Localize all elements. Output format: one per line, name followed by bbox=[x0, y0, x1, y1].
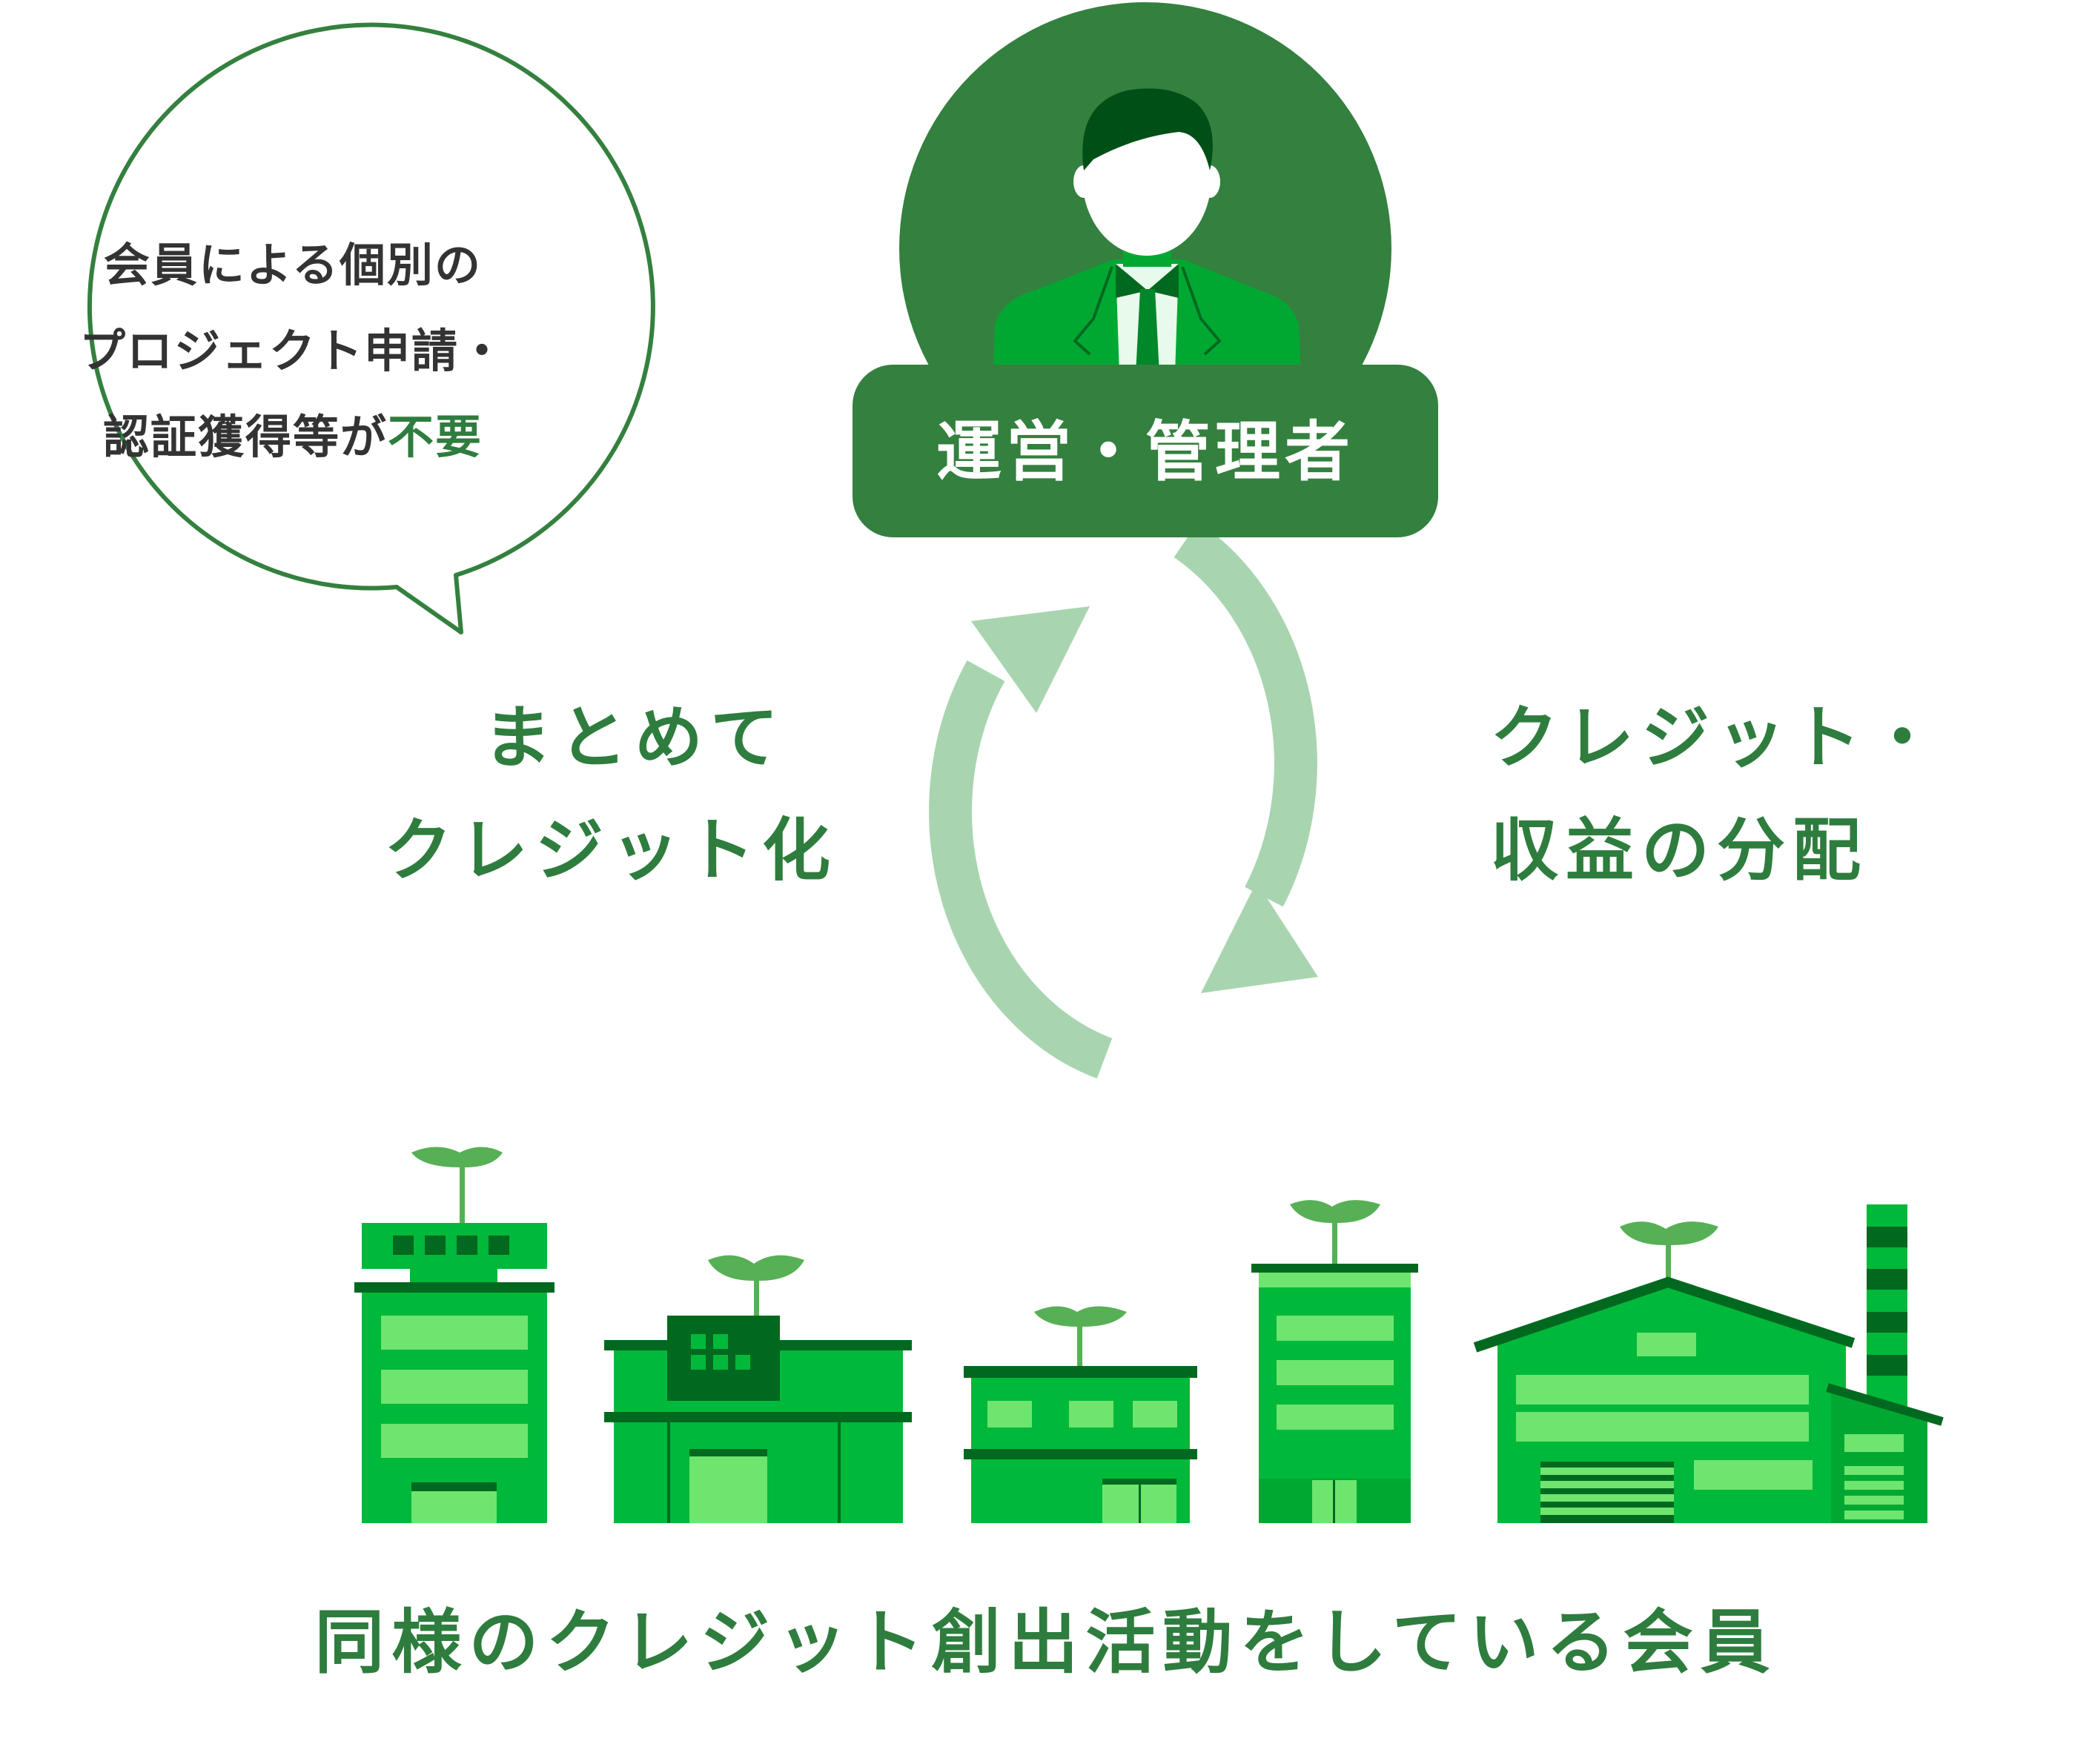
bubble-line-3-prefix: 認証獲得等が bbox=[102, 410, 388, 464]
building-small-store bbox=[964, 1306, 1197, 1523]
bubble-line-2: プロジェクト申請・ bbox=[79, 324, 506, 378]
left-label: まとめて クレジット化 bbox=[378, 682, 838, 907]
circular-arrows-icon bbox=[929, 522, 1318, 1079]
building-mid-rise bbox=[1251, 1200, 1418, 1523]
building-office-tower bbox=[354, 1147, 555, 1523]
green-buildings-with-sprouts-icon bbox=[354, 1147, 1944, 1523]
members-caption: 同様のクレジット創出活動をしている会員 bbox=[314, 1602, 1778, 1683]
right-label-line-1: クレジット・ bbox=[1490, 698, 1944, 777]
person-in-suit-icon bbox=[993, 88, 1301, 374]
bubble-line-3: 認証獲得等が不要 bbox=[22, 394, 563, 480]
admin-label: 運営・管理者 bbox=[936, 414, 1354, 490]
bubble-highlight: 不要 bbox=[388, 410, 483, 464]
speech-bubble bbox=[87, 22, 655, 634]
left-label-line-1: まとめて bbox=[483, 698, 786, 777]
left-label-line-2: クレジット化 bbox=[383, 811, 838, 890]
bubble-text: 会員による個別の プロジェクト申請・ 認証獲得等が不要 bbox=[22, 222, 563, 480]
right-label-line-2: 収益の分配 bbox=[1490, 811, 1869, 890]
building-shop bbox=[604, 1255, 912, 1523]
right-label: クレジット・ 収益の分配 bbox=[1490, 682, 2024, 907]
building-factory bbox=[1473, 1204, 1944, 1523]
admin-label-pill bbox=[853, 365, 1438, 537]
bubble-line-1: 会員による個別の bbox=[103, 238, 483, 292]
